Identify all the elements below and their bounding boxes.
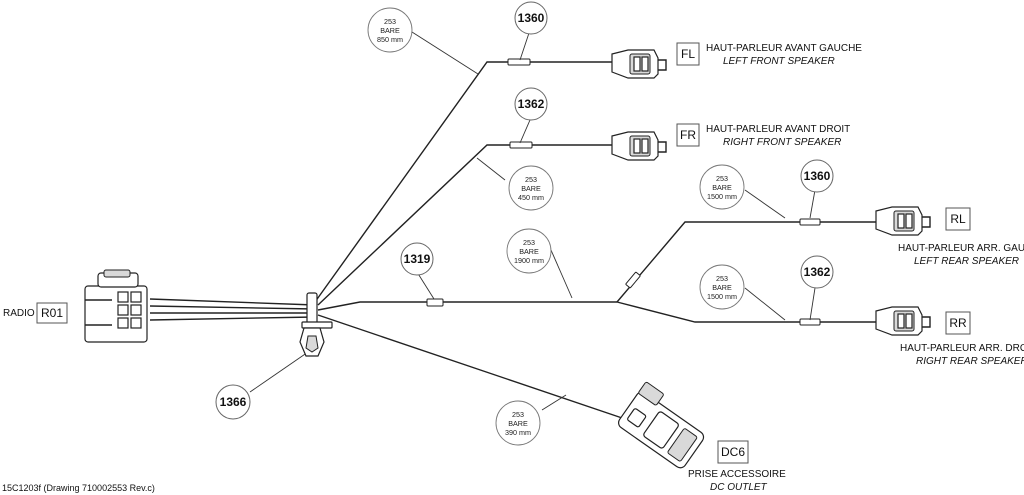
dc-outlet-connector-icon xyxy=(618,381,705,469)
spec-finish: BARE xyxy=(508,419,528,428)
destination-label-en: RIGHT FRONT SPEAKER xyxy=(723,137,841,148)
connector-code: RL xyxy=(950,212,966,226)
spec-length: 1500 mm xyxy=(707,292,737,301)
ref-callout-fr-splice: 1362 xyxy=(514,87,548,121)
spec-callout-dc: 253 BARE 390 mm xyxy=(495,400,541,446)
code-box-rl: RL xyxy=(945,207,971,231)
spec-length: 450 mm xyxy=(518,193,544,202)
connector-code: FR xyxy=(680,128,696,142)
spec-callout-fr: 253 BARE 450 mm xyxy=(508,165,554,211)
spec-callout-rl: 253 BARE 1500 mm xyxy=(699,164,745,210)
connector-code: R01 xyxy=(41,306,63,320)
destination-label-en: RIGHT REAR SPEAKER xyxy=(916,356,1024,367)
ref-callout-fl-splice: 1360 xyxy=(514,1,548,35)
ref-callout-clip: 1366 xyxy=(215,384,251,420)
code-box-fl: FL xyxy=(676,42,700,66)
ref-callout-rl-splice: 1360 xyxy=(800,159,834,193)
spec-finish: BARE xyxy=(712,283,732,292)
spec-callout-fl: 253 BARE 850 mm xyxy=(367,7,413,53)
spec-gauge: 253 xyxy=(523,238,535,247)
spec-length: 1500 mm xyxy=(707,192,737,201)
spec-gauge: 253 xyxy=(716,274,728,283)
spec-gauge: 253 xyxy=(716,174,728,183)
ref-callout-main-splice: 1319 xyxy=(400,242,434,276)
connector-code: RR xyxy=(949,316,967,330)
part-number: 1319 xyxy=(404,252,431,266)
destination-label-en: DC OUTLET xyxy=(710,482,768,493)
spec-callout-rr: 253 BARE 1500 mm xyxy=(699,264,745,310)
spec-gauge: 253 xyxy=(525,175,537,184)
part-number: 1362 xyxy=(804,265,831,279)
spec-length: 1900 mm xyxy=(514,256,544,265)
code-box-dc6: DC6 xyxy=(717,440,749,464)
spec-length: 850 mm xyxy=(377,35,403,44)
spec-gauge: 253 xyxy=(512,410,524,419)
code-box-rr: RR xyxy=(945,311,971,335)
speaker-connector-icon xyxy=(611,49,931,336)
ref-callout-rr-splice: 1362 xyxy=(800,255,834,289)
destination-label-fr: HAUT-PARLEUR ARR. GAUCHE xyxy=(898,243,1024,254)
spec-callout-main: 253 BARE 1900 mm xyxy=(506,228,552,274)
spec-finish: BARE xyxy=(519,247,539,256)
destination-label-fr: HAUT-PARLEUR ARR. DROIT xyxy=(900,343,1024,354)
connector-code: DC6 xyxy=(721,445,745,459)
spec-gauge: 253 xyxy=(384,17,396,26)
code-box-radio: R01 xyxy=(36,302,68,324)
spec-finish: BARE xyxy=(712,183,732,192)
destination-label-en: LEFT FRONT SPEAKER xyxy=(723,56,835,67)
destination-label-en: LEFT REAR SPEAKER xyxy=(914,256,1019,267)
part-number: 1362 xyxy=(518,97,545,111)
destination-label-fr: HAUT-PARLEUR AVANT GAUCHE xyxy=(706,43,862,54)
leader-lines xyxy=(249,29,816,411)
part-number: 1366 xyxy=(220,395,247,409)
radio-connector-icon xyxy=(84,269,148,343)
spec-finish: BARE xyxy=(380,26,400,35)
spec-finish: BARE xyxy=(521,184,541,193)
connector-code: FL xyxy=(681,47,695,61)
code-box-fr: FR xyxy=(676,123,700,147)
radio-label: RADIO xyxy=(3,308,35,319)
destination-label-fr: PRISE ACCESSOIRE xyxy=(688,469,786,480)
harness-clip-icon xyxy=(299,292,333,357)
part-number: 1360 xyxy=(804,169,831,183)
destination-label-fr: HAUT-PARLEUR AVANT DROIT xyxy=(706,124,850,135)
spec-length: 390 mm xyxy=(505,428,531,437)
drawing-reference: 15C1203f (Drawing 710002553 Rev.c) xyxy=(2,483,155,493)
part-number: 1360 xyxy=(518,11,545,25)
splice-sleeve-icon xyxy=(426,58,821,326)
